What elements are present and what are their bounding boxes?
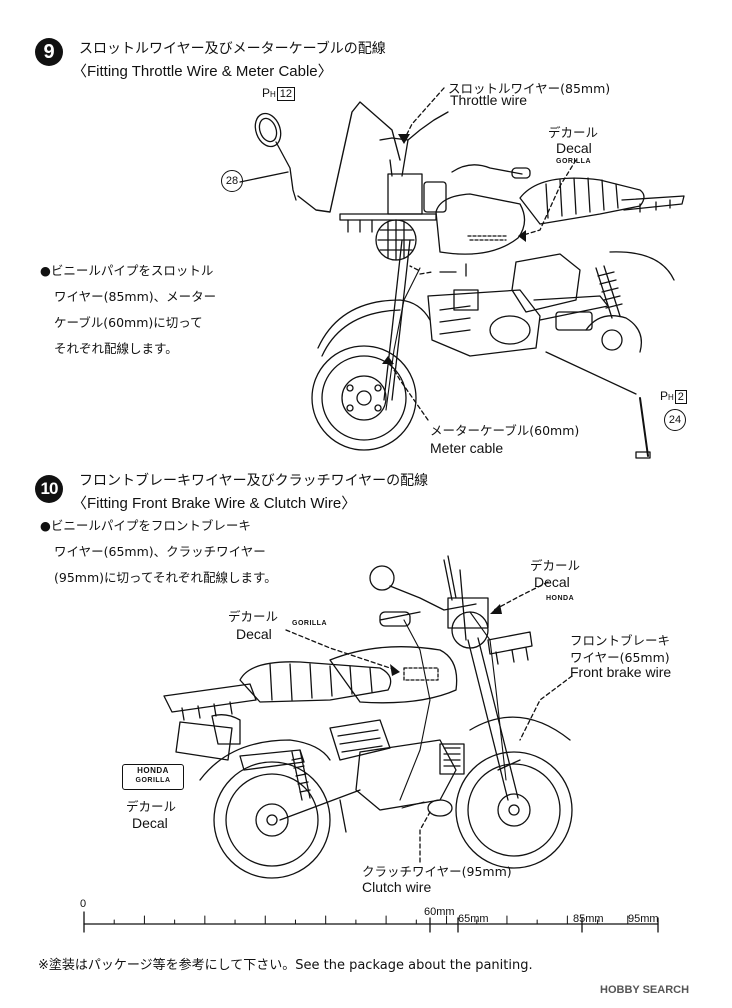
step-10-tank-decal-label-jp: デカール: [228, 609, 279, 624]
throttle-wire-label-jp: スロットルワイヤー(85mm): [448, 81, 611, 96]
step-10-tank-decal-label-en: Decal: [236, 626, 272, 642]
step-10-right-decal-label-en: Decal: [534, 574, 570, 590]
step-10-right-decal-label-jp: デカール: [530, 558, 581, 573]
step-9-wire-arrows: [389, 159, 467, 277]
gorilla-decal-text: GORILLA: [135, 777, 171, 784]
brake-wire-label-jp1: フロントブレーキ: [570, 633, 671, 648]
step-9-note-line: それぞれ配線します。: [54, 341, 178, 356]
step-9-throttle-wire-path: [297, 101, 401, 213]
ruler-minor-ticks: [83, 915, 659, 925]
step-10-seat-decal-label-jp: デカール: [126, 799, 177, 814]
step-9-note-line: ●ビニールパイプをスロットル: [40, 263, 214, 278]
step-10-note: ●ビニールパイプをフロントブレーキ ワイヤー(65mm)、クラッチワイヤー (9…: [40, 513, 277, 591]
footer-note: ※塗装はパッケージ等を参考にして下さい。See the package abou…: [38, 958, 533, 973]
step-10-note-line: (95mm)に切ってそれぞれ配線します。: [54, 570, 277, 585]
step-9-note-line: ケーブル(60mm)に切って: [54, 315, 203, 330]
brake-wire-label-en: Front brake wire: [570, 664, 672, 680]
hobby-search-watermark: HOBBY SEARCH: [600, 984, 690, 996]
step-9-note-line: ワイヤー(85mm)、メーター: [54, 289, 217, 304]
clutch-wire-label-en: Clutch wire: [362, 879, 432, 895]
step-10-leader-lines: [285, 581, 573, 863]
step-9-motorcycle: [311, 111, 685, 459]
step-9-title-en: 〈Fitting Throttle Wire & Meter Cable〉: [72, 63, 333, 80]
step-9-decal-label-jp: デカール: [548, 125, 599, 140]
ruler-label-65mm: 65mm: [458, 913, 489, 925]
clutch-wire-label-jp: クラッチワイヤー(95mm): [362, 864, 512, 879]
step-10-note-line: ●ビニールパイプをフロントブレーキ: [40, 518, 251, 533]
meter-cable-label-jp: メーターケーブル(60mm): [430, 423, 580, 438]
part-24-callout: 24: [664, 409, 686, 431]
step-10-motorcycle: [163, 555, 573, 879]
step-10-note-line: ワイヤー(65mm)、クラッチワイヤー: [54, 544, 266, 559]
step-10-title-en: 〈Fitting Front Brake Wire & Clutch Wire〉: [72, 495, 357, 512]
step-9-mirror-part: [239, 112, 297, 201]
step-9-number: 9: [35, 38, 63, 66]
ruler-label-60mm: 60mm: [424, 906, 455, 918]
step-9-note: ●ビニールパイプをスロットル ワイヤー(85mm)、メーター ケーブル(60mm…: [40, 258, 216, 362]
step-9-title-jp: スロットルワイヤー及びメーターケーブルの配線: [79, 41, 386, 57]
meter-cable-label-en: Meter cable: [430, 440, 504, 456]
cutting-ruler: [83, 911, 659, 933]
step-10-honda-decal: HONDA: [546, 595, 575, 602]
step-9-gorilla-decal: GORILLA: [556, 158, 591, 165]
part-28-callout: 28: [221, 170, 243, 192]
step-9-decal-label-en: Decal: [556, 140, 592, 156]
step-10-title-jp: フロントブレーキワイヤー及びクラッチワイヤーの配線: [79, 473, 429, 489]
honda-decal-text: HONDA: [137, 766, 169, 775]
step-10-gorilla-decal: GORILLA: [292, 620, 327, 627]
throttle-wire-label-en: Throttle wire: [450, 92, 528, 108]
ruler-zero-label: 0: [80, 898, 87, 910]
ruler-label-95mm: 95mm: [628, 913, 659, 925]
step-10-seat-decal-label-en: Decal: [132, 815, 168, 831]
honda-gorilla-decal-box: HONDA GORILLA: [122, 764, 184, 790]
ruler-label-85mm: 85mm: [573, 913, 604, 925]
step-10-number: 10: [35, 475, 63, 503]
brake-wire-label-jp2: ワイヤー(65mm): [570, 650, 670, 665]
